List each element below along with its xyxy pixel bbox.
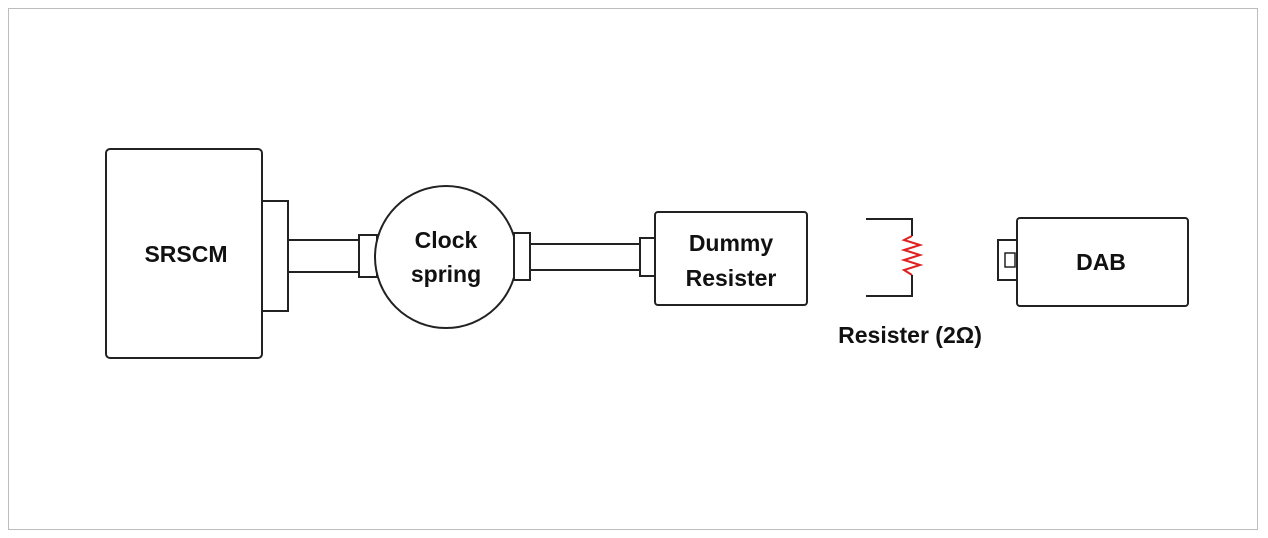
clock-spring-label-line1: Clock <box>415 227 478 253</box>
resister-lead-top <box>866 218 913 236</box>
dummy-resister-label-line1: Dummy <box>689 230 774 256</box>
dummy-resister-connector <box>639 237 657 277</box>
srscm-module: SRSCM <box>105 148 289 359</box>
dab-label: DAB <box>1076 249 1126 275</box>
srscm-label: SRSCM <box>144 241 227 267</box>
resister-lead-bottom <box>866 275 913 297</box>
dab-box <box>1016 217 1189 307</box>
clock-spring-label-line2: spring <box>411 261 481 287</box>
resister-symbol: Resister (2Ω) <box>838 218 982 348</box>
clock-spring-circle <box>374 185 518 329</box>
clock-spring: Clock spring <box>374 185 518 329</box>
resister-zigzag <box>900 235 924 276</box>
dab-module: DAB <box>997 217 1189 307</box>
dummy-resister-box <box>654 211 808 306</box>
dummy-resister: Dummy Resister <box>654 211 808 306</box>
harness-srscm-clockspring <box>288 234 378 278</box>
clockspring-right-connector <box>513 232 531 281</box>
srscm-connector <box>261 200 289 312</box>
dummy-resister-label-line2: Resister <box>686 265 777 291</box>
harness-clockspring-dummy <box>513 232 657 281</box>
resister-caption: Resister (2Ω) <box>838 322 982 348</box>
dab-connector-pin <box>1004 252 1016 268</box>
